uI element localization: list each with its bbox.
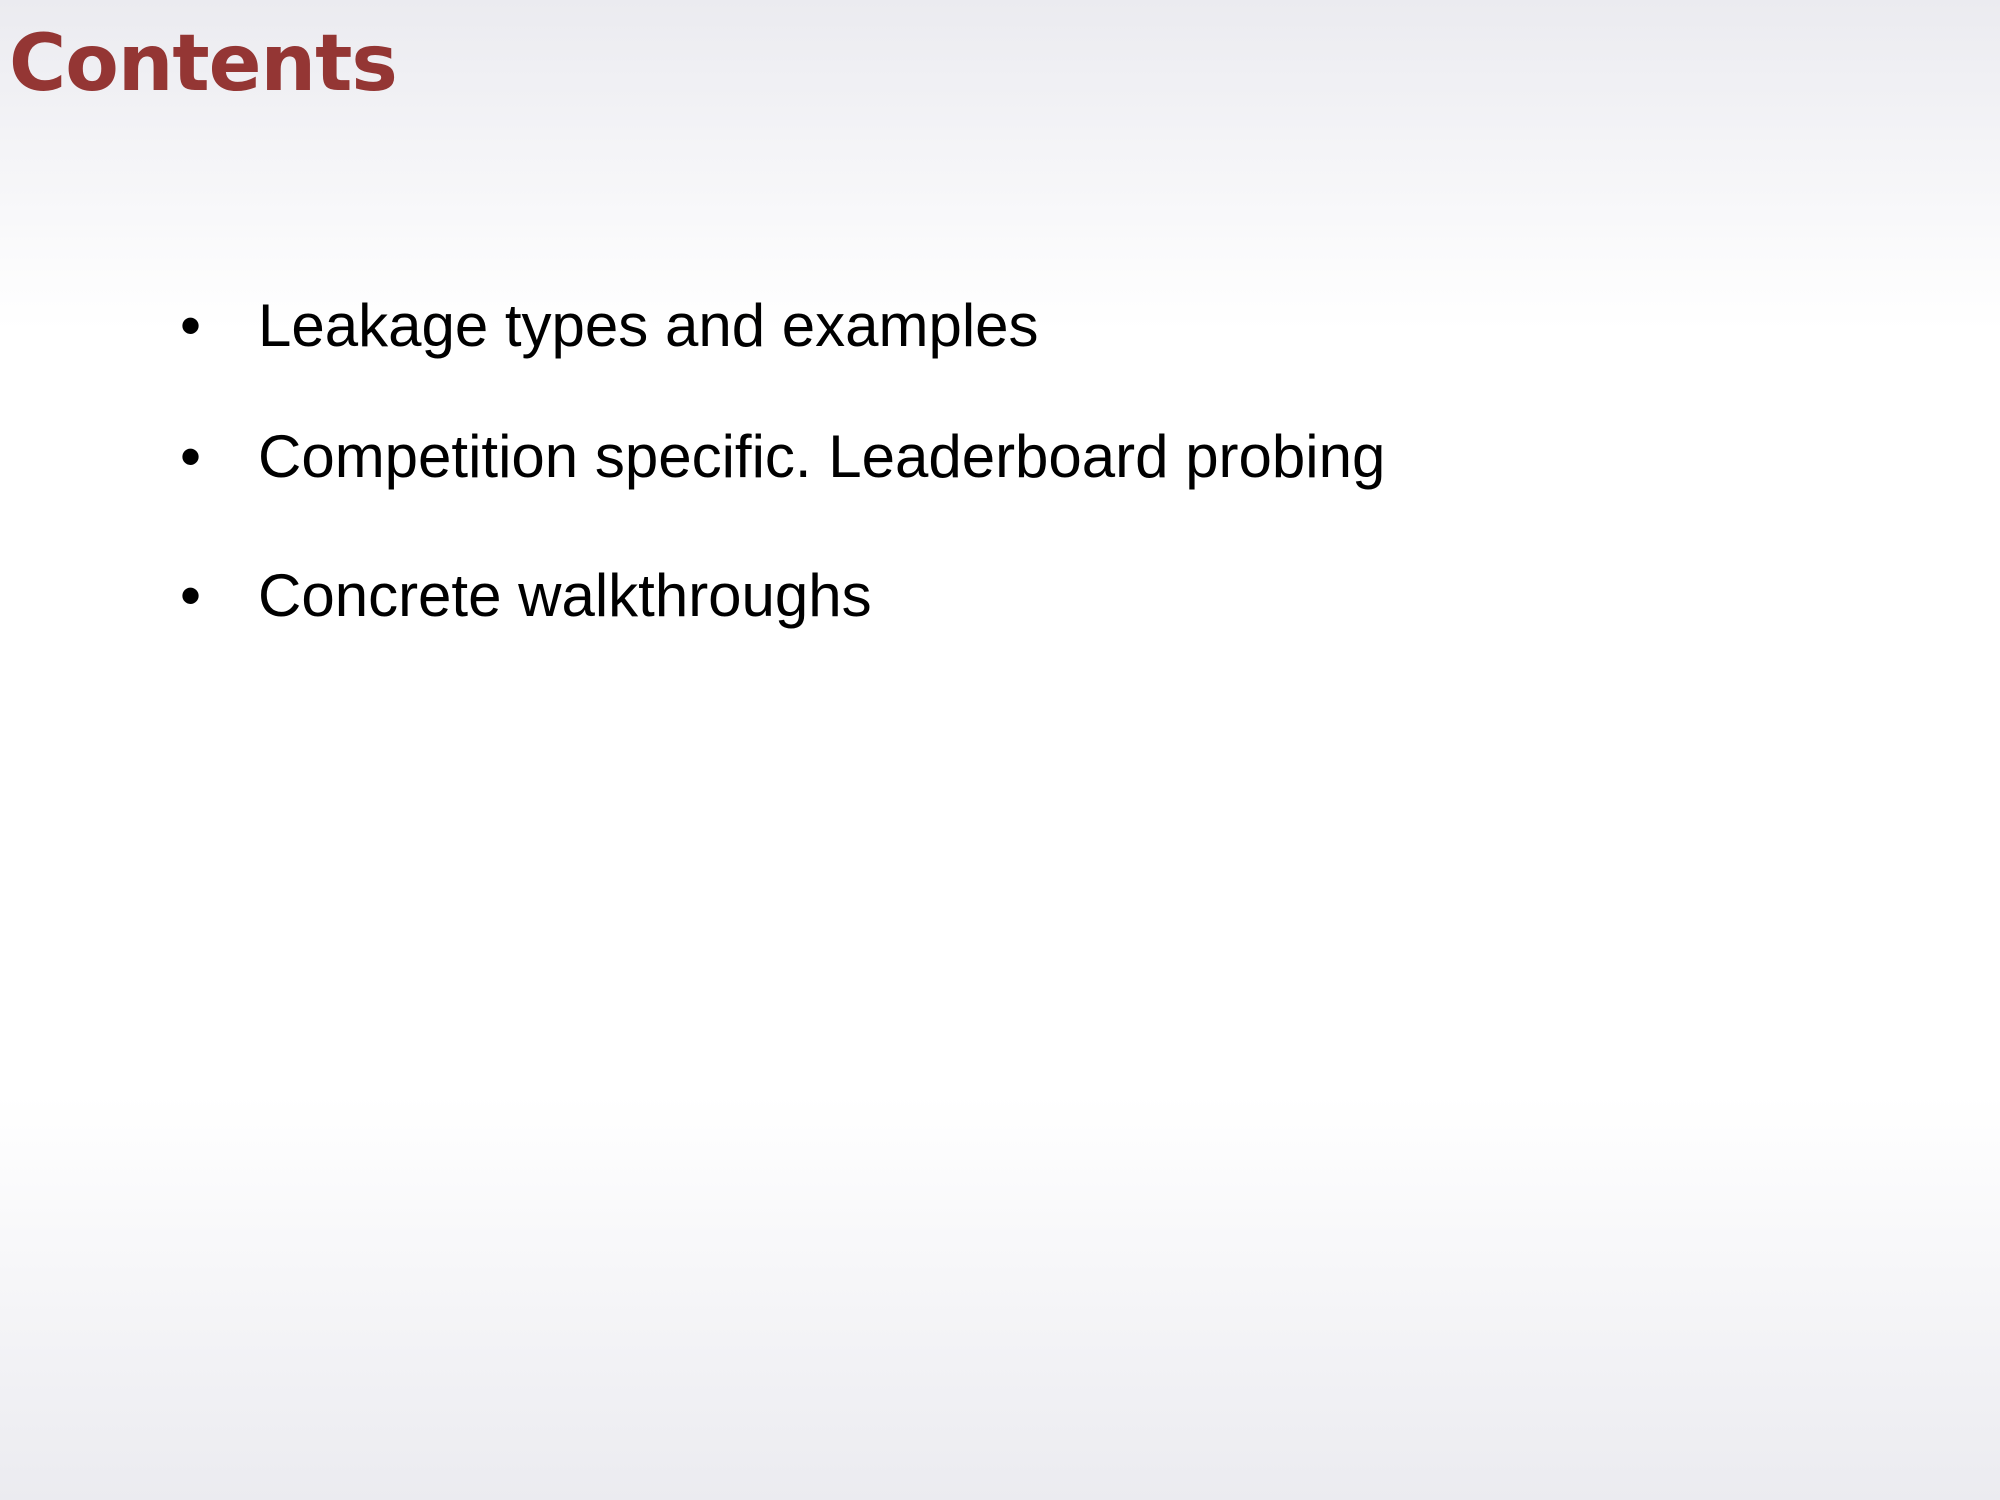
bullet-icon: • — [180, 292, 202, 359]
list-item-text: Competition specific. Leaderboard probin… — [258, 423, 1386, 490]
list-item: • Concrete walkthroughs — [180, 560, 872, 632]
list-item-text: Concrete walkthroughs — [258, 562, 872, 629]
bullet-icon: • — [180, 562, 202, 629]
bullet-icon: • — [180, 423, 202, 490]
list-item: • Leakage types and examples — [180, 290, 1039, 362]
list-item-text: Leakage types and examples — [258, 292, 1039, 359]
slide-title: Contents — [9, 19, 398, 109]
list-item: • Competition specific. Leaderboard probi… — [180, 421, 1385, 493]
